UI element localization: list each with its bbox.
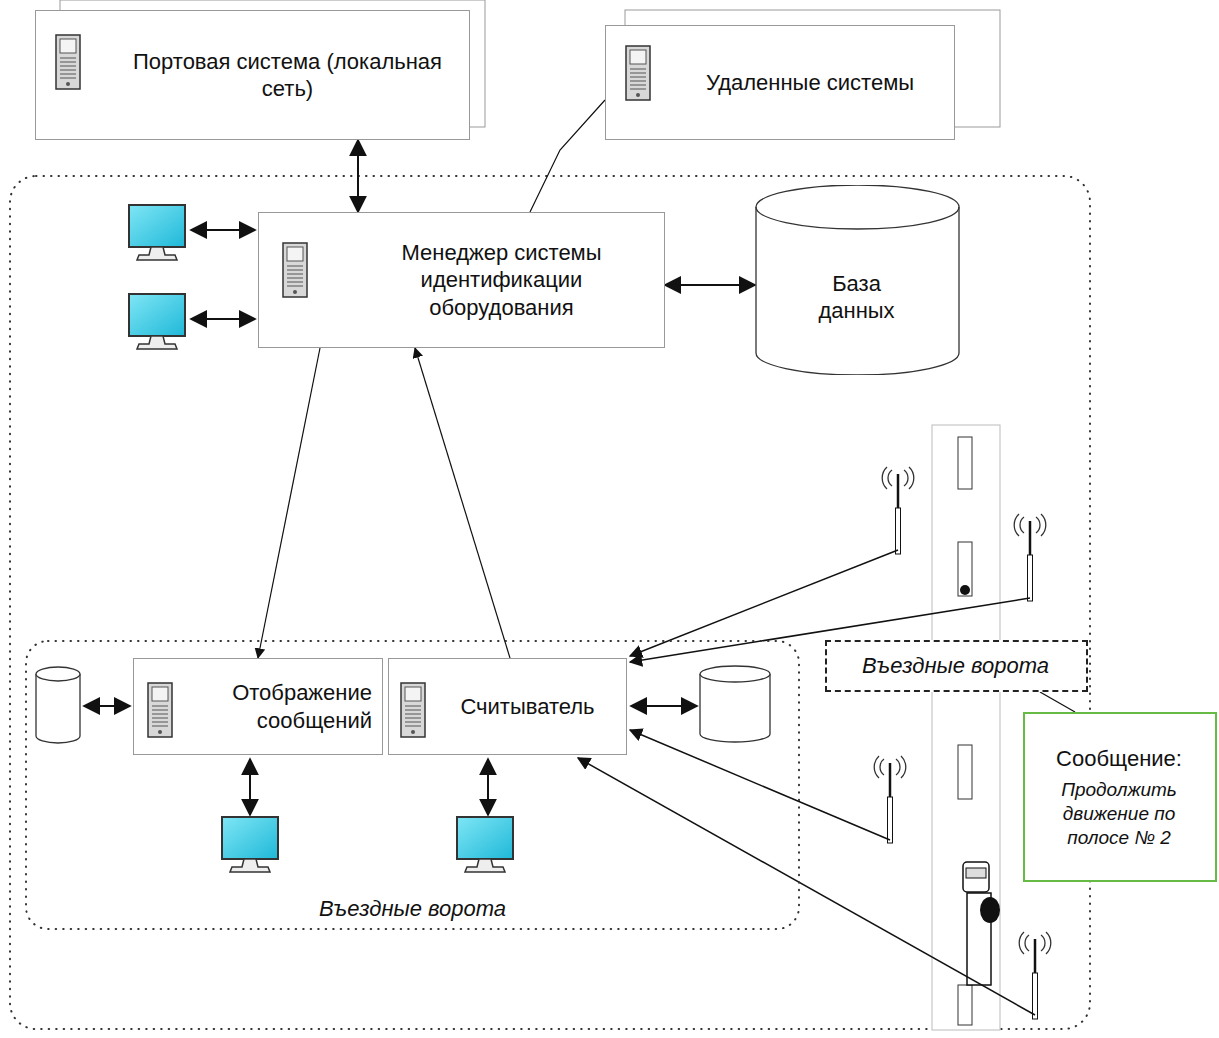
road	[932, 425, 1000, 1030]
cylinder-outline	[755, 185, 960, 375]
antenna	[882, 467, 914, 554]
monitor	[129, 205, 185, 260]
server-icon	[281, 241, 311, 301]
node-title: Въездные ворота	[25, 895, 800, 923]
arrow-connector	[415, 348, 510, 658]
link-line	[530, 100, 605, 212]
antenna	[1014, 514, 1046, 601]
link-line	[1040, 692, 1075, 712]
server-icon	[146, 681, 176, 741]
node-body: Продолжить движение по полосе № 2	[1044, 778, 1194, 849]
gate-label-box: Въездные ворота	[825, 640, 1088, 692]
monitor	[129, 294, 185, 349]
arrow-connector	[357, 140, 359, 212]
system-box: Удаленные системы	[605, 25, 955, 140]
server-icon	[624, 44, 654, 104]
node-title: Отображение сообщений	[196, 679, 372, 734]
node-title: База данных	[792, 270, 922, 325]
back-sheet	[60, 0, 485, 127]
monitor	[222, 817, 278, 872]
message-box: Сообщение: Продолжить движение по полосе …	[1023, 712, 1217, 882]
local-links	[84, 230, 697, 815]
antenna	[1019, 932, 1051, 1019]
reader-box: Считыватель	[388, 658, 627, 755]
node-title: Сообщение:	[1056, 745, 1182, 773]
system-boundary	[10, 176, 1090, 1029]
arrow-connector	[258, 348, 320, 658]
region-outline	[25, 640, 800, 930]
node-title: Менеджер системы идентификации оборудова…	[367, 239, 637, 322]
server-icon	[399, 681, 429, 741]
server-icon	[54, 33, 84, 93]
node-title: Портовая система (локальная сеть)	[116, 48, 459, 103]
radio-links	[578, 550, 1035, 1015]
node-title: Въездные ворота	[862, 652, 1049, 680]
storage-cylinder	[36, 666, 770, 743]
truck	[963, 862, 1000, 985]
arrow-connector	[665, 284, 755, 286]
database-cylinder: База данных	[755, 185, 960, 375]
system-box: Портовая система (локальная сеть)	[35, 10, 470, 140]
gate-region: Въездные ворота Отображение сообщений Счит…	[25, 640, 800, 930]
monitor	[457, 817, 513, 872]
node-title: Удаленные системы	[706, 69, 914, 97]
antenna	[874, 756, 906, 843]
node-title: Считыватель	[460, 693, 594, 721]
display-box: Отображение сообщений	[133, 658, 383, 755]
manager-box: Менеджер системы идентификации оборудова…	[258, 212, 665, 348]
back-sheet	[625, 10, 1000, 127]
